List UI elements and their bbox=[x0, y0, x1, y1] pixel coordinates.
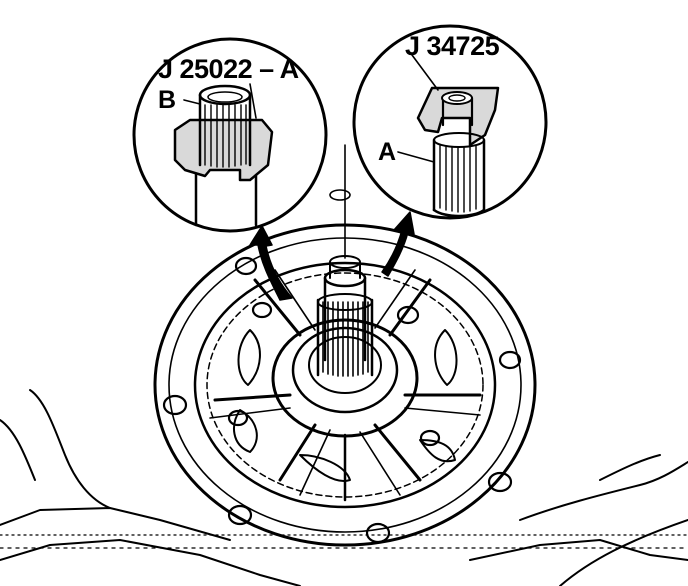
left-detail-view bbox=[132, 37, 328, 233]
detail-arrow-left bbox=[249, 225, 293, 301]
pump-body bbox=[153, 223, 537, 547]
left-part-callout: B bbox=[158, 86, 177, 114]
right-part-callout: A bbox=[378, 138, 397, 166]
detail-arrow-right bbox=[381, 211, 415, 277]
left-tool-callout: J 25022 – A bbox=[158, 54, 299, 84]
centerline bbox=[329, 144, 351, 259]
input-shaft bbox=[316, 255, 374, 377]
left-spline-lines bbox=[204, 104, 247, 168]
shaft-splines bbox=[322, 301, 369, 377]
right-detail-view bbox=[352, 24, 548, 220]
right-spline-lines bbox=[439, 145, 477, 213]
bolt-heads bbox=[162, 256, 522, 544]
case-flange-hatching bbox=[0, 534, 688, 549]
right-tool-callout: J 34725 bbox=[405, 31, 500, 61]
